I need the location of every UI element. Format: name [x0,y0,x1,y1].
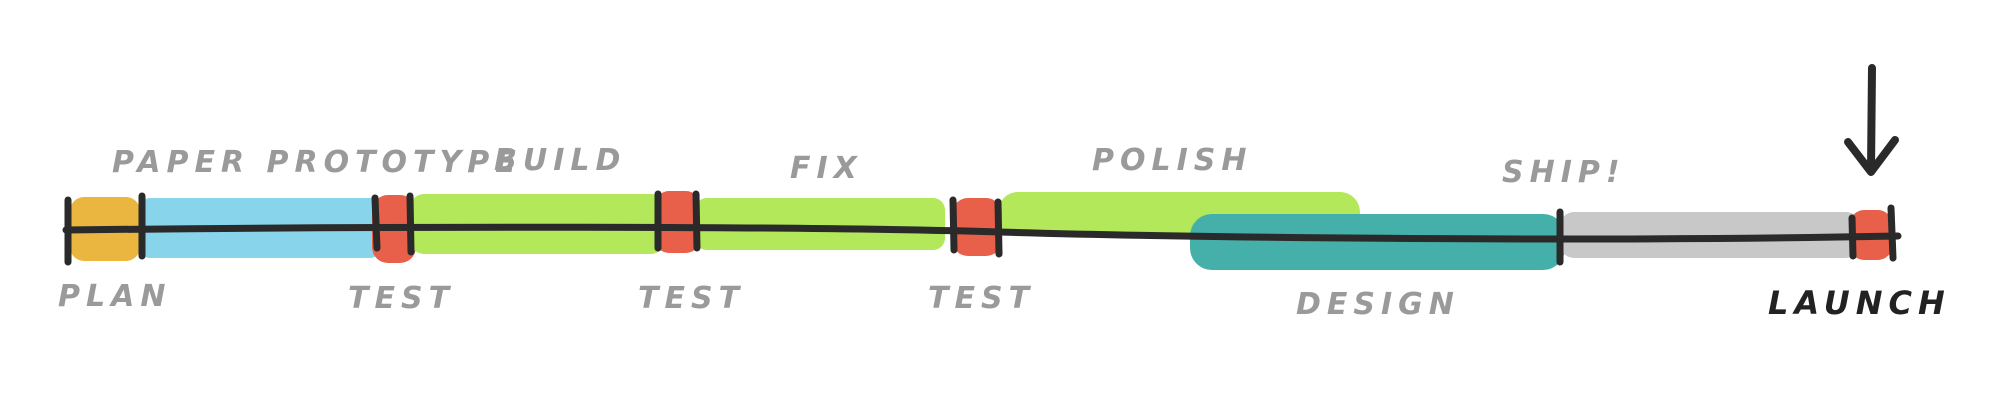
label-plan: PLAN [58,279,171,314]
label-build: BUILD [494,143,626,178]
band-test-3 [952,198,1002,256]
band-design [1190,214,1565,270]
tick-launch-b [1887,204,1897,262]
band-fix [695,198,945,250]
tick-test3-a [949,196,958,254]
label-test-2: TEST [638,281,745,316]
label-test-1: TEST [348,281,455,316]
tick-test3-b [994,198,1003,258]
tick-launch-a [1848,214,1857,260]
tick-test1-a [371,194,381,252]
label-test-3: TEST [928,281,1035,316]
label-design: DESIGN [1296,287,1460,322]
label-paper-prototype: PAPER PROTOTYPE [112,145,522,180]
tick-test1-b [406,192,415,256]
label-launch: LAUNCH [1768,284,1951,322]
label-polish: POLISH [1092,143,1252,178]
down-arrow-icon [1844,64,1899,176]
label-ship: SHIP! [1502,155,1626,190]
band-test-2 [655,191,700,253]
timeline-ticks [64,190,1897,266]
label-fix: FIX [790,151,863,186]
tick-test2-b [692,190,701,252]
